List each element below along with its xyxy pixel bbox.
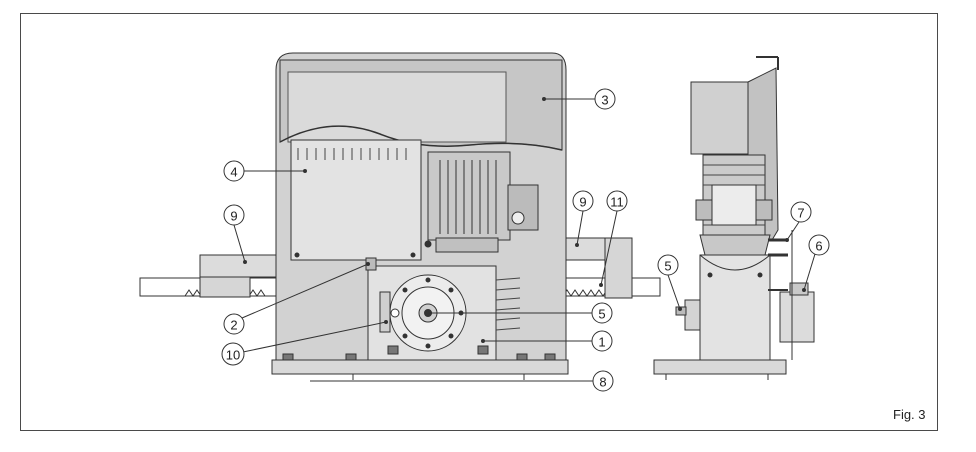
callout-11 <box>606 190 628 212</box>
rack-right <box>559 237 661 299</box>
callout-1 <box>591 330 613 352</box>
callout-5-side-label: 5 <box>664 259 671 274</box>
control-box <box>290 139 422 261</box>
callout-4 <box>223 160 245 182</box>
motor <box>424 151 539 253</box>
figure-frame <box>20 13 938 431</box>
callout-6 <box>808 234 830 256</box>
callout-9-left-label: 9 <box>230 209 237 224</box>
callout-2 <box>223 313 245 335</box>
front-view <box>139 52 661 382</box>
callout-9-left <box>223 204 245 226</box>
callout-3 <box>594 88 616 110</box>
callout-3-label: 3 <box>601 93 608 108</box>
side-view <box>653 56 815 380</box>
callout-8-label: 8 <box>599 375 606 390</box>
callout-11-label: 11 <box>610 195 624 210</box>
callout-4-label: 4 <box>230 165 237 180</box>
callout-8 <box>592 370 614 392</box>
callout-5-side <box>657 254 679 276</box>
callout-1-label: 1 <box>598 335 605 350</box>
rack-left <box>139 254 286 298</box>
base-plate <box>271 359 569 375</box>
callout-9-right-label: 9 <box>579 195 586 210</box>
callout-7-label: 7 <box>797 206 804 221</box>
callout-6-label: 6 <box>815 239 822 254</box>
callout-2-label: 2 <box>230 318 237 333</box>
callout-5-front <box>591 302 613 324</box>
callout-10-label: 10 <box>226 348 240 363</box>
figure-label: Fig. 3 <box>893 407 926 422</box>
callout-10 <box>221 342 245 366</box>
callout-9-right <box>572 190 594 212</box>
callout-7 <box>790 201 812 223</box>
callout-5-front-label: 5 <box>598 307 605 322</box>
